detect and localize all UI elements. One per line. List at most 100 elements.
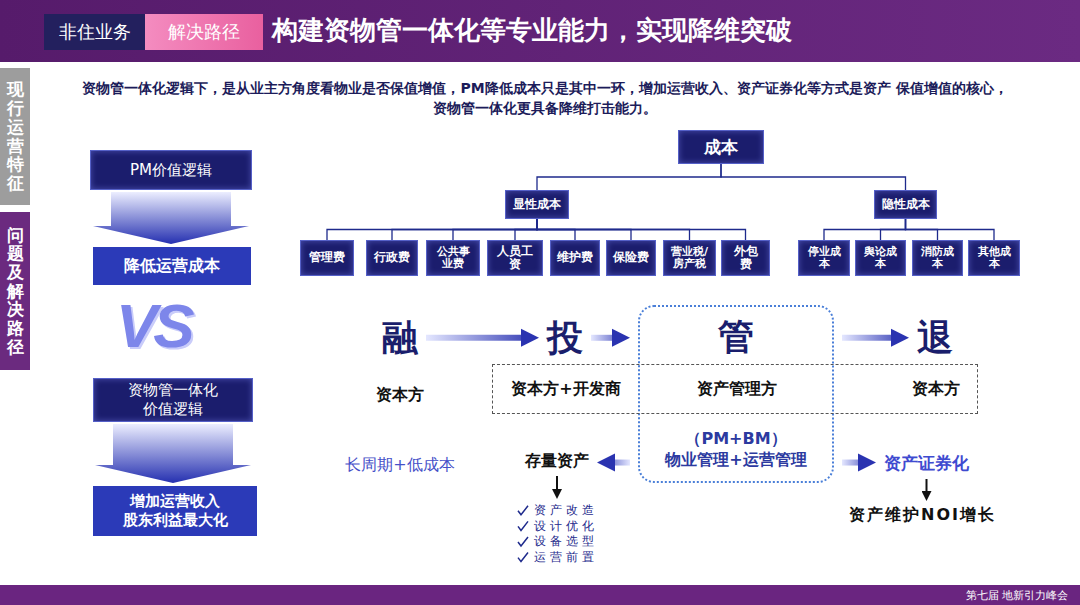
tree-connector	[515, 219, 537, 240]
intro-paragraph: 资物管一体化逻辑下，是从业主方角度看物业是否保值增值，PM降低成本只是其中一环，…	[80, 78, 1010, 119]
node-text: 资产维护NOI增长	[849, 505, 996, 526]
node-text: 维护费	[557, 251, 593, 264]
node-text: 行政费	[374, 251, 410, 264]
cost-category-box: 隐性成本	[874, 190, 937, 219]
node-text: 显性成本	[513, 198, 561, 211]
node-text: 保险费	[613, 251, 649, 264]
node-text: 解决路径	[168, 20, 240, 44]
result-box: 增加运营收入 股东利益最大化	[93, 486, 257, 536]
node-text: 问题及解决路径	[7, 226, 24, 357]
node-text: 资产证券化	[884, 452, 969, 475]
node-text: PM价值逻辑	[130, 161, 212, 180]
side-tab: 问题及解决路径	[0, 212, 30, 370]
logic-box: PM价值逻辑	[90, 150, 252, 190]
node-text: 降低运营成本	[124, 256, 220, 277]
logic-box: 资物管一体化 价值逻辑	[93, 378, 253, 422]
tree-connector	[327, 219, 537, 240]
node-text: 现行运营特征	[7, 80, 24, 192]
cost-item-box: 人员工资	[487, 240, 543, 276]
node-text: 管理费	[309, 251, 345, 264]
cost-item-box: 管理费	[300, 240, 354, 276]
vs-mark: VS	[116, 290, 191, 361]
node-text: 运营前置	[514, 550, 598, 566]
node-text: 公共事 业费	[433, 246, 473, 270]
node-text: 隐性成本	[882, 198, 930, 211]
region-text: （PM+BM） 物业管理+运营管理	[661, 429, 811, 471]
feature-text: 长周期+低成本	[345, 455, 454, 476]
region-text: 管	[718, 317, 754, 357]
flow-arrow	[926, 479, 928, 491]
side-tab: 现行运营特征	[0, 68, 30, 205]
check-mark	[518, 553, 528, 562]
flow-arrow	[615, 460, 630, 466]
tree-connector	[906, 219, 995, 240]
node-text: 设备选型	[514, 534, 598, 550]
cost-item-box: 营业税/ 房产税	[663, 240, 716, 276]
connectors	[93, 164, 994, 491]
node-text: 投	[547, 318, 583, 358]
node-text: 资物管一体化 价值逻辑	[106, 381, 240, 419]
node-text: 存量资产	[525, 451, 589, 472]
node-text: 融	[382, 318, 418, 358]
stage-char: 退	[917, 318, 953, 358]
cost-item-box: 其他成本	[968, 240, 1020, 276]
section-tag: 非住业务	[44, 14, 145, 50]
cost-item-box: 外包费	[721, 240, 770, 276]
flow-arrow	[426, 335, 521, 341]
cost-category-box: 显性成本	[505, 190, 569, 219]
flow-arrow	[842, 335, 891, 341]
cost-item-box: 公共事 业费	[426, 240, 480, 276]
asset-text: 存量资产	[525, 451, 589, 472]
wide-arrow	[93, 192, 249, 244]
tree-connector	[721, 164, 906, 190]
node-text: 资产改造	[514, 503, 598, 519]
node-text: 人员工资	[494, 245, 536, 271]
node-text: 设计优化	[514, 519, 598, 535]
stage-char: 投	[547, 318, 583, 358]
cost-item-box: 维护费	[550, 240, 600, 276]
flow-arrow	[842, 460, 858, 466]
check-mark	[518, 506, 528, 515]
check-mark	[518, 521, 528, 530]
region-text: 资本方+开发商	[511, 379, 620, 400]
node-text: 非住业务	[59, 20, 131, 44]
node-text: 舆论成本	[862, 246, 899, 270]
node-text: 退	[917, 318, 953, 358]
footer-text: 第七届 地新引力峰会	[966, 588, 1069, 603]
cost-item-box: 舆论成本	[855, 240, 906, 276]
node-text: 营业税/ 房产税	[670, 246, 709, 270]
wide-arrow	[95, 424, 251, 483]
check-mark	[518, 537, 528, 546]
check-list: 资产改造设计优化设备选型运营前置	[514, 503, 624, 565]
node-text: 外包费	[728, 245, 763, 271]
cost-item-box: 消防成本	[912, 240, 963, 276]
role-band: 资本方+开发商 资产管理方 资本方	[492, 364, 978, 414]
node-text: 停业成本	[805, 246, 843, 270]
cost-item-box: 停业成本	[798, 240, 850, 276]
tree-connector	[537, 219, 746, 240]
region-text: 资本方	[912, 379, 960, 400]
flow-arrow	[556, 476, 558, 489]
cost-root-box: 成本	[678, 130, 764, 164]
tree-connector	[537, 164, 721, 190]
cost-item-box: 行政费	[366, 240, 418, 276]
tree-connector	[824, 219, 906, 240]
region-text: 资产管理方	[697, 379, 777, 400]
role-text: 资本方	[376, 385, 424, 406]
tree-connector	[881, 219, 906, 240]
tree-connector	[392, 219, 537, 240]
flow-arrow	[591, 335, 612, 341]
node-text: 增加运营收入 股东利益最大化	[103, 492, 247, 530]
node-text: 消防成本	[919, 246, 956, 270]
section-tag: 解决路径	[145, 14, 263, 50]
tree-connector	[453, 219, 537, 240]
stage-char: 融	[382, 318, 418, 358]
node-text: 其他成本	[975, 246, 1013, 270]
node-text: 成本	[704, 136, 738, 159]
asset-text: 资产证券化	[884, 452, 969, 475]
cost-item-box: 保险费	[606, 240, 656, 276]
result-text: 资产维护NOI增长	[849, 505, 996, 526]
footer-band	[0, 585, 1080, 605]
check-marks	[518, 506, 528, 562]
result-box: 降低运营成本	[93, 247, 251, 285]
